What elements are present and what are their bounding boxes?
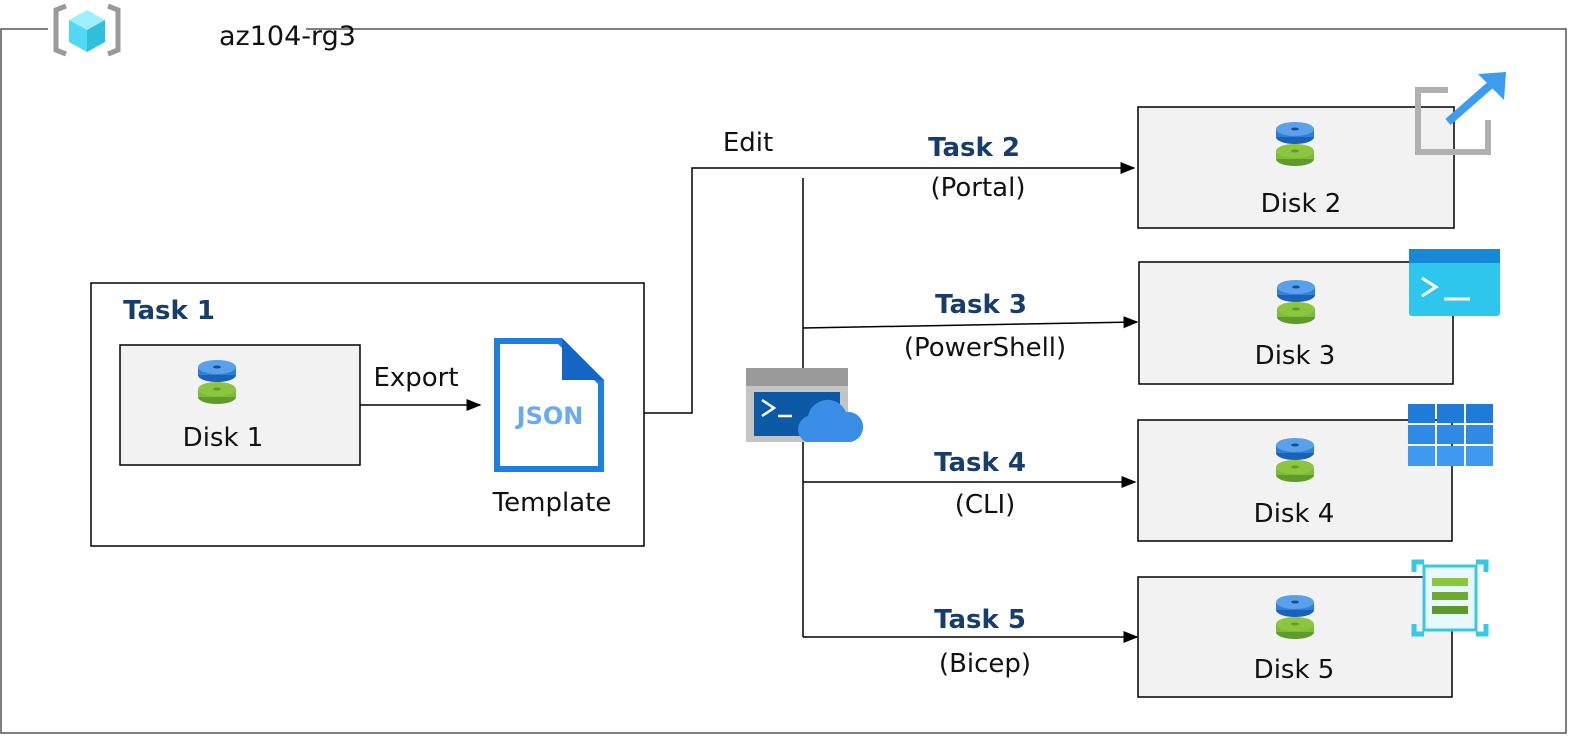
task4-method: (CLI) [954,490,1016,520]
task2-label: Task 2 [928,133,1020,163]
cloud-shell-icon [746,368,864,442]
task5-label: Task 5 [934,605,1026,635]
task5-method: (Bicep) [938,649,1032,679]
resource-group-border [0,28,1567,734]
cli-icon [1408,404,1493,466]
bicep-icon [1411,559,1489,637]
task3-method: (PowerShell) [903,333,1067,363]
powershell-icon [1409,249,1500,316]
portal-icon [1415,72,1506,155]
disk5-label: Disk 5 [1253,655,1335,685]
task1-label: Task 1 [123,296,215,326]
edit-connector [644,162,1136,414]
resource-group-icon [53,3,121,57]
task3-label: Task 3 [935,290,1027,320]
svg-text:JSON: JSON [515,402,584,430]
export-label: Export [373,363,459,393]
resource-group-title: az104-rg3 [219,21,356,52]
edit-label: Edit [722,128,774,158]
disk4-label: Disk 4 [1253,499,1335,529]
task3-arrow [802,316,1139,329]
task4-label: Task 4 [934,448,1026,478]
task2-method: (Portal) [930,173,1026,203]
disk2-label: Disk 2 [1260,189,1342,219]
json-template-icon: JSON [494,338,604,472]
disk1-label: Disk 1 [182,423,264,453]
template-label: Template [492,488,612,518]
disk3-label: Disk 3 [1254,341,1336,371]
